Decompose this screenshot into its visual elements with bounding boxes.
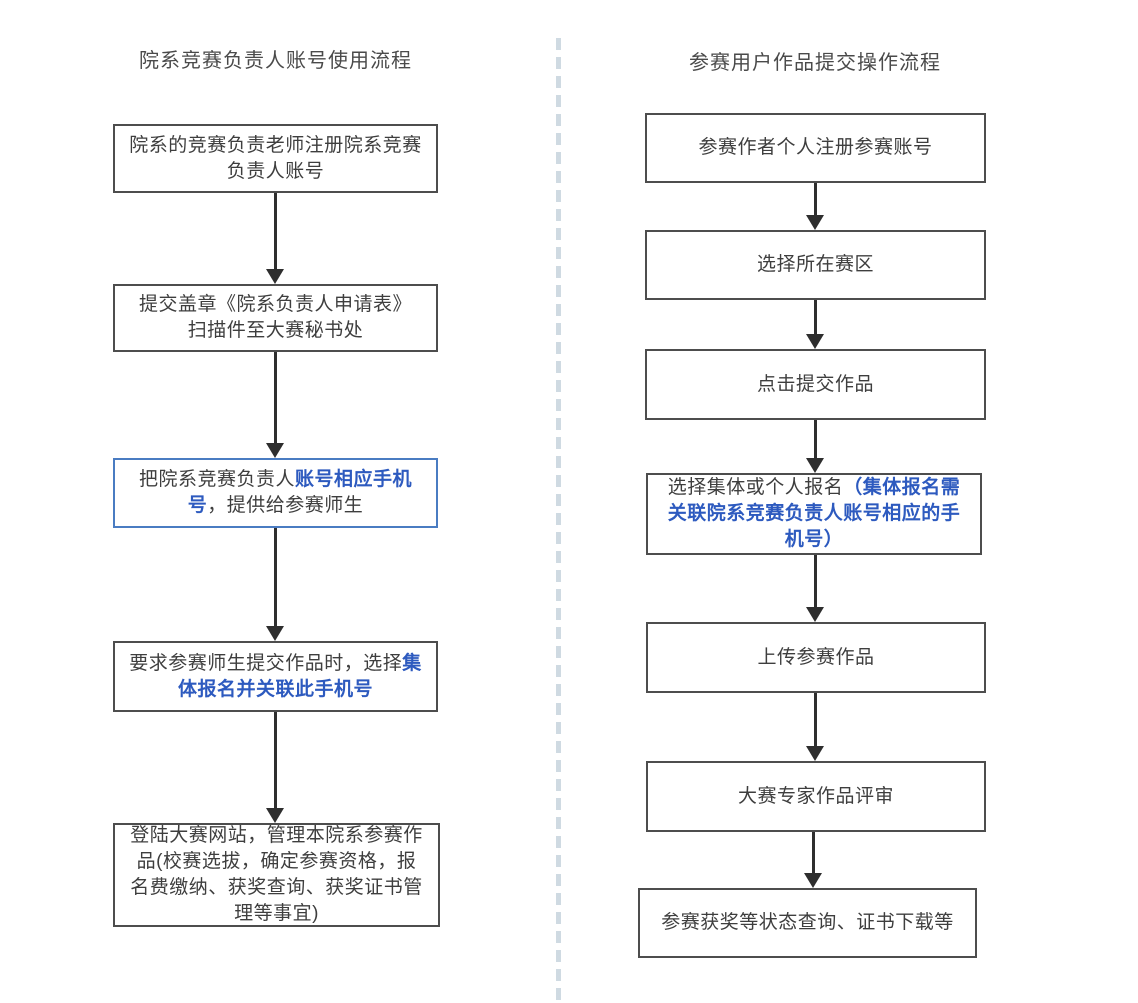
flow-arrow	[803, 832, 823, 888]
right-step-4-text: 选择集体或个人报名（集体报名需关联院系竞赛负责人账号相应的手机号）	[660, 475, 968, 553]
flow-arrow	[265, 352, 285, 458]
arrow-head-icon	[806, 458, 824, 473]
arrow-head-icon	[266, 269, 284, 284]
flow-arrow	[265, 528, 285, 641]
arrow-shaft	[273, 352, 277, 448]
left-step-4-pre: 要求参赛师生提交作品时，选择	[129, 652, 403, 674]
arrow-head-icon	[266, 808, 284, 823]
left-step-3-post: ，提供给参赛师生	[207, 495, 364, 516]
left-step-2-text: 提交盖章《院系负责人申请表》 扫描件至大赛秘书处	[138, 294, 412, 341]
arrow-head-icon	[806, 607, 824, 622]
arrow-shaft	[811, 832, 815, 878]
flow-arrow	[805, 693, 825, 761]
left-flow-title: 院系竞赛负责人账号使用流程	[139, 50, 412, 72]
right-step-4-highlight: （集体报名需关联院系竞赛负责人账号相应的手机号）	[667, 477, 961, 550]
left-step-2-box: 提交盖章《院系负责人申请表》 扫描件至大赛秘书处	[113, 284, 438, 352]
arrow-shaft	[273, 712, 277, 813]
left-step-3-text: 把院系竞赛负责人账号相应手机号，提供给参赛师生	[127, 467, 424, 519]
left-step-1-text: 院系的竞赛负责老师注册院系竞赛负责人账号	[129, 134, 422, 182]
arrow-shaft	[273, 528, 277, 631]
right-step-3-box: 点击提交作品	[645, 349, 986, 420]
arrow-shaft	[813, 555, 817, 612]
column-divider	[556, 38, 561, 1003]
right-step-7-box: 参赛获奖等状态查询、证书下载等	[638, 888, 977, 958]
right-step-6-box: 大赛专家作品评审	[646, 761, 986, 832]
arrow-head-icon	[806, 215, 824, 230]
arrow-head-icon	[806, 746, 824, 761]
arrow-shaft	[813, 300, 817, 339]
flow-arrow	[805, 183, 825, 230]
arrow-shaft	[813, 183, 817, 220]
right-step-1-text: 参赛作者个人注册参赛账号	[698, 137, 933, 158]
right-step-4-box: 选择集体或个人报名（集体报名需关联院系竞赛负责人账号相应的手机号）	[646, 473, 982, 555]
left-step-1-box: 院系的竞赛负责老师注册院系竞赛负责人账号	[113, 124, 438, 193]
right-step-2-box: 选择所在赛区	[645, 230, 986, 300]
arrow-head-icon	[806, 334, 824, 349]
right-step-5-box: 上传参赛作品	[646, 622, 986, 693]
right-step-2-text: 选择所在赛区	[756, 254, 874, 275]
flow-arrow	[265, 712, 285, 823]
right-step-3-text: 点击提交作品	[756, 373, 874, 395]
flow-arrow	[805, 420, 825, 473]
left-step-3-pre: 把院系竞赛负责人	[138, 469, 295, 490]
flow-arrow	[265, 193, 285, 284]
left-step-3-box: 把院系竞赛负责人账号相应手机号，提供给参赛师生	[113, 458, 438, 528]
left-step-5-text: 登陆大赛网站，管理本院系参赛作品(校赛选拔，确定参赛资格，报名费缴纳、获奖查询、…	[130, 825, 423, 924]
flow-arrow	[805, 555, 825, 622]
arrow-head-icon	[266, 443, 284, 458]
arrow-head-icon	[266, 626, 284, 641]
right-step-7-text: 参赛获奖等状态查询、证书下载等	[661, 912, 954, 933]
right-flow-title: 参赛用户作品提交操作流程	[689, 52, 941, 74]
right-step-4-pre: 选择集体或个人报名	[667, 477, 844, 498]
arrow-head-icon	[804, 873, 822, 888]
arrow-shaft	[813, 420, 817, 463]
arrow-shaft	[273, 193, 277, 274]
left-step-3-highlight: 账号相应手机号	[187, 469, 413, 516]
right-step-5-text: 上传参赛作品	[757, 646, 875, 668]
left-step-5-box: 登陆大赛网站，管理本院系参赛作品(校赛选拔，确定参赛资格，报名费缴纳、获奖查询、…	[113, 823, 440, 927]
right-step-1-box: 参赛作者个人注册参赛账号	[645, 113, 986, 183]
left-step-4-box: 要求参赛师生提交作品时，选择集体报名并关联此手机号	[113, 641, 438, 712]
right-step-6-text: 大赛专家作品评审	[737, 785, 894, 807]
flow-arrow	[805, 300, 825, 349]
arrow-shaft	[813, 693, 817, 751]
left-step-4-highlight: 集体报名并关联此手机号	[177, 652, 422, 700]
left-step-4-text: 要求参赛师生提交作品时，选择集体报名并关联此手机号	[127, 651, 424, 703]
